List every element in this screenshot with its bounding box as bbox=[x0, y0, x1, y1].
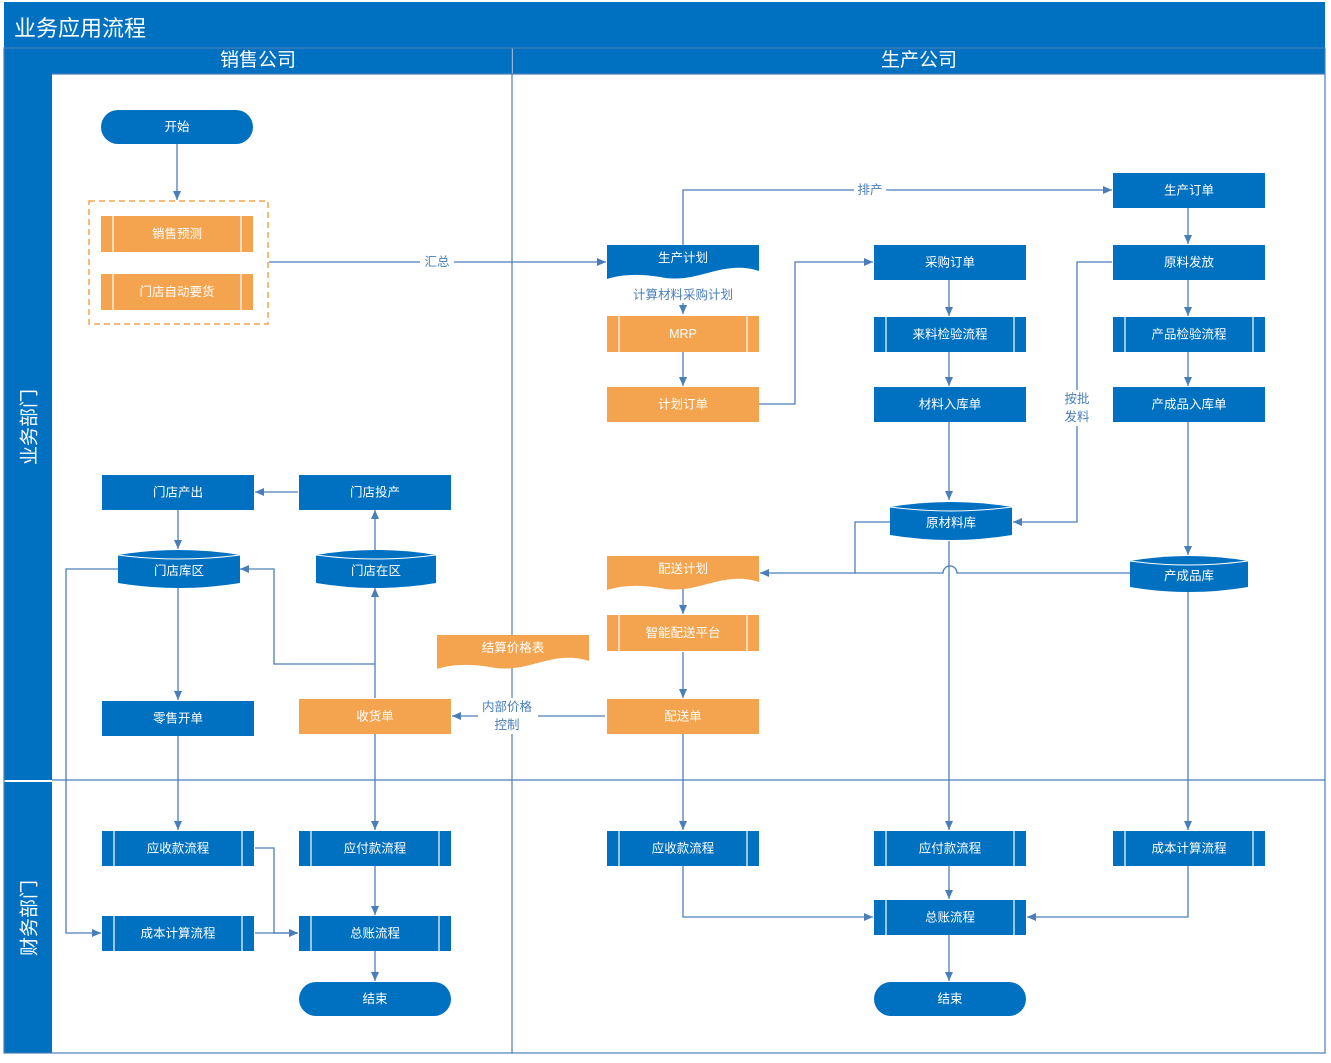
node-label-product-receipt: 产成品入库单 bbox=[1151, 397, 1226, 412]
title-bar: 业务应用流程 bbox=[4, 2, 1325, 48]
edge-label-batch-2: 发料 bbox=[1064, 409, 1090, 424]
node-label-store-inventory: 门店库区 bbox=[154, 563, 204, 578]
node-label-sales-forecast: 销售预测 bbox=[152, 226, 202, 241]
node-label-receiving-note: 收货单 bbox=[356, 709, 394, 724]
swimlane-grid bbox=[3, 47, 1326, 1054]
node-label-ar-process-prod: 应收款流程 bbox=[652, 841, 715, 856]
column-header-sales: 销售公司 bbox=[4, 48, 512, 74]
node-ap-process-prod: 应付款流程 bbox=[874, 831, 1026, 866]
edge-plan-production-order bbox=[682, 186, 1112, 245]
node-ap-process-sales: 应付款流程 bbox=[299, 831, 451, 866]
node-store-output: 门店产出 bbox=[102, 475, 254, 510]
node-product-receipt: 产成品入库单 bbox=[1113, 387, 1265, 422]
edge-receiving-inventory bbox=[240, 565, 375, 665]
node-retail-billing: 零售开单 bbox=[102, 701, 254, 736]
node-raw-material-store: 原材料库 bbox=[889, 502, 1013, 540]
node-label-start: 开始 bbox=[164, 120, 190, 134]
node-label-production-order: 生产订单 bbox=[1164, 184, 1214, 198]
node-production-order: 生产订单 bbox=[1113, 173, 1265, 208]
node-cost-calc-sales: 成本计算流程 bbox=[102, 916, 254, 951]
row-header-finance: 财务部门 bbox=[4, 782, 52, 1053]
node-end-prod: 结束 bbox=[874, 982, 1026, 1016]
node-store-wip: 门店在区 bbox=[315, 550, 437, 588]
node-label-store-output: 门店产出 bbox=[153, 485, 203, 500]
node-label-purchase-order: 采购订单 bbox=[925, 255, 975, 270]
node-start: 开始 bbox=[101, 110, 253, 144]
node-label-store-auto-order: 门店自动要货 bbox=[139, 284, 214, 299]
node-ar-process-sales: 应收款流程 bbox=[102, 831, 254, 866]
node-settlement-price-list: 结算价格表 bbox=[437, 635, 589, 669]
node-label-raw-material-store: 原材料库 bbox=[926, 515, 976, 530]
edge-ar-gl-sales bbox=[255, 847, 298, 937]
node-label-cost-calc-sales: 成本计算流程 bbox=[140, 926, 216, 941]
node-label-ap-process-prod: 应付款流程 bbox=[919, 841, 982, 856]
node-gl-process-prod: 总账流程 bbox=[874, 900, 1026, 935]
node-label-planned-order: 计划订单 bbox=[658, 398, 708, 412]
edge-label-calc-purchase: 计算材料采购计划 bbox=[633, 287, 733, 302]
edge-planned-purchase bbox=[759, 258, 873, 405]
edge-labels: 汇总 排产 计算材料采购计划 按批 发料 内部价格 控制 bbox=[420, 182, 1094, 734]
edge-ar-gl-prod bbox=[682, 866, 873, 921]
node-label-ar-process-sales: 应收款流程 bbox=[147, 841, 210, 856]
edge-label-internal-price-1: 内部价格 bbox=[482, 699, 533, 714]
node-purchase-order: 采购订单 bbox=[874, 245, 1026, 280]
edge-label-summary: 汇总 bbox=[424, 255, 449, 269]
node-finished-goods-store: 产成品库 bbox=[1129, 556, 1249, 592]
node-label-end-prod: 结束 bbox=[937, 992, 963, 1006]
node-label-raw-material-issue: 原料发放 bbox=[1164, 255, 1215, 270]
node-label-store-input: 门店投产 bbox=[350, 485, 400, 500]
edge-cost-gl-prod bbox=[1027, 866, 1189, 921]
node-planned-order: 计划订单 bbox=[607, 387, 759, 422]
node-store-input: 门店投产 bbox=[299, 475, 451, 510]
node-ar-process-prod: 应收款流程 bbox=[607, 831, 759, 866]
node-incoming-inspection: 来料检验流程 bbox=[874, 317, 1026, 352]
node-label-delivery-plan: 配送计划 bbox=[658, 561, 708, 576]
node-store-inventory: 门店库区 bbox=[117, 550, 241, 588]
node-label-production-plan: 生产计划 bbox=[658, 251, 708, 265]
edge-rawstore-deliveryplan bbox=[760, 521, 890, 577]
node-label-gl-process-sales: 总账流程 bbox=[350, 926, 401, 941]
node-label-retail-billing: 零售开单 bbox=[153, 711, 203, 726]
edge-label-schedule: 排产 bbox=[857, 183, 882, 197]
node-label-mrp: MRP bbox=[669, 327, 697, 341]
node-delivery-note: 配送单 bbox=[607, 699, 759, 734]
node-raw-material-issue: 原料发放 bbox=[1113, 245, 1265, 280]
node-label-end-sales: 结束 bbox=[362, 992, 388, 1006]
node-receiving-note: 收货单 bbox=[299, 699, 451, 734]
node-label-cost-calc-prod: 成本计算流程 bbox=[1151, 841, 1227, 856]
node-label-finished-goods-store: 产成品库 bbox=[1164, 568, 1214, 583]
node-gl-process-sales: 总账流程 bbox=[299, 916, 451, 951]
node-label-store-wip: 门店在区 bbox=[351, 563, 401, 578]
node-label-ap-process-sales: 应付款流程 bbox=[344, 841, 407, 856]
node-label-product-inspection: 产品检验流程 bbox=[1151, 327, 1227, 342]
node-mrp: MRP bbox=[607, 316, 759, 352]
node-cost-calc-prod: 成本计算流程 bbox=[1113, 831, 1265, 866]
node-material-receipt: 材料入库单 bbox=[874, 387, 1026, 422]
node-label-gl-process-prod: 总账流程 bbox=[925, 910, 976, 925]
node-sales-forecast: 销售预测 bbox=[101, 216, 253, 252]
row-header-business: 业务部门 bbox=[4, 74, 52, 780]
node-label-delivery-note: 配送单 bbox=[664, 709, 702, 724]
edge-label-batch-1: 按批 bbox=[1064, 391, 1089, 406]
node-label-settlement-price-list: 结算价格表 bbox=[482, 640, 545, 655]
node-label-incoming-inspection: 来料检验流程 bbox=[912, 327, 988, 342]
node-smart-delivery-platform: 智能配送平台 bbox=[607, 615, 759, 651]
edge-fgstore-deliveryplan bbox=[855, 565, 1130, 574]
edge-inventory-cost bbox=[65, 568, 118, 937]
node-product-inspection: 产品检验流程 bbox=[1113, 317, 1265, 352]
diagram-title: 业务应用流程 bbox=[14, 16, 147, 41]
column-header-production: 生产公司 bbox=[513, 48, 1325, 74]
node-delivery-plan: 配送计划 bbox=[607, 556, 759, 590]
node-store-auto-order: 门店自动要货 bbox=[101, 274, 253, 310]
edge-label-internal-price-2: 控制 bbox=[494, 718, 519, 732]
forecast-group bbox=[88, 200, 269, 325]
node-label-smart-delivery-platform: 智能配送平台 bbox=[645, 625, 720, 640]
node-end-sales: 结束 bbox=[299, 982, 451, 1016]
node-label-material-receipt: 材料入库单 bbox=[919, 397, 982, 412]
node-production-plan: 生产计划 bbox=[607, 245, 759, 279]
